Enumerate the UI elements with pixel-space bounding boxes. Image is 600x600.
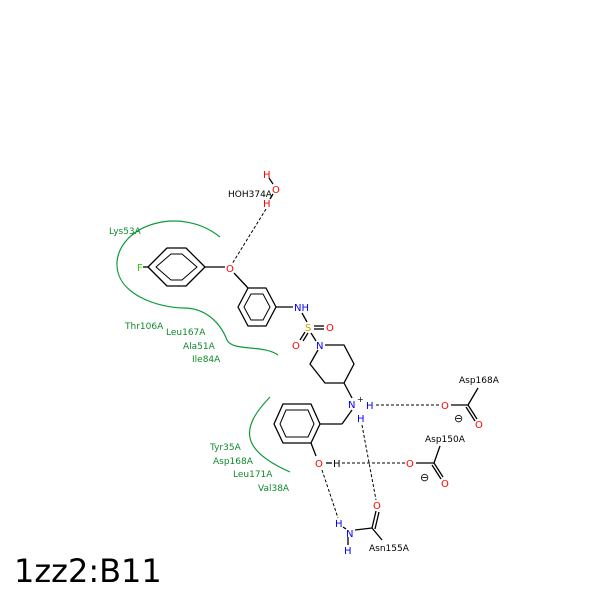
contact-lys53a: Lys53A [109, 227, 142, 237]
asn155a-oxygen: O [373, 501, 381, 512]
contact-leu171a: Leu171A [233, 470, 273, 480]
bond-lines [143, 177, 479, 545]
contact-asp168a: Asp168A [213, 457, 254, 467]
residue-asn155a-label: Asn155A [369, 544, 410, 554]
structure-id-label: 1zz2:B11 [14, 552, 162, 590]
asp150a-oxygen-1: O [406, 459, 414, 470]
atom-amine-h-right: H [366, 401, 374, 412]
contact-ala51a: Ala51A [183, 342, 216, 352]
asp168a-charge: ⊖ [454, 412, 463, 425]
atom-sulfonyl-oxygen-1: O [326, 323, 334, 334]
atom-sulfonyl-oxygen-2: O [292, 341, 300, 352]
asp150a-oxygen-2: O [441, 479, 449, 490]
asp168a-oxygen-2: O [475, 420, 483, 431]
asn155a-h-top: H [335, 519, 343, 530]
atom-amine-charge: + [357, 395, 364, 404]
atom-piperidine-nitrogen: N [316, 341, 323, 352]
water-label: HOH374A [228, 190, 273, 200]
water-h-bottom: H [263, 199, 271, 210]
atom-phenol-hydrogen: H [333, 459, 341, 470]
hydrophobic-arc-tyr35 [248, 396, 291, 473]
atom-amine-nitrogen: N [348, 400, 355, 411]
water-h-top: H [263, 170, 271, 181]
residue-asp150a-label: Asp150A [425, 435, 466, 445]
asp150a-charge: ⊖ [420, 471, 429, 484]
asn155a-h-bottom: H [344, 546, 352, 557]
asp168a-oxygen-1: O [441, 401, 449, 412]
residue-asp168a-label: Asp168A [459, 376, 500, 386]
contact-leu167a: Leu167A [166, 328, 206, 338]
atom-ether-oxygen: O [226, 264, 234, 275]
atom-amine-h-below: H [357, 414, 365, 425]
atom-sulfonamide-nh: NH [294, 303, 309, 314]
atom-phenol-oxygen: O [315, 459, 323, 470]
contact-tyr35a: Tyr35A [209, 443, 242, 453]
atom-sulfur: S [305, 323, 311, 334]
contact-ile84a: Ile84A [192, 355, 221, 365]
hydrophobic-arc-lys53 [116, 220, 279, 356]
water-oxygen: O [272, 185, 280, 196]
atom-fluorine: F [137, 263, 143, 274]
contact-val38a: Val38A [258, 484, 290, 494]
contact-thr106a: Thr106A [124, 322, 164, 332]
hydrogen-bonds [231, 208, 440, 519]
asn155a-nitrogen: N [346, 529, 353, 540]
